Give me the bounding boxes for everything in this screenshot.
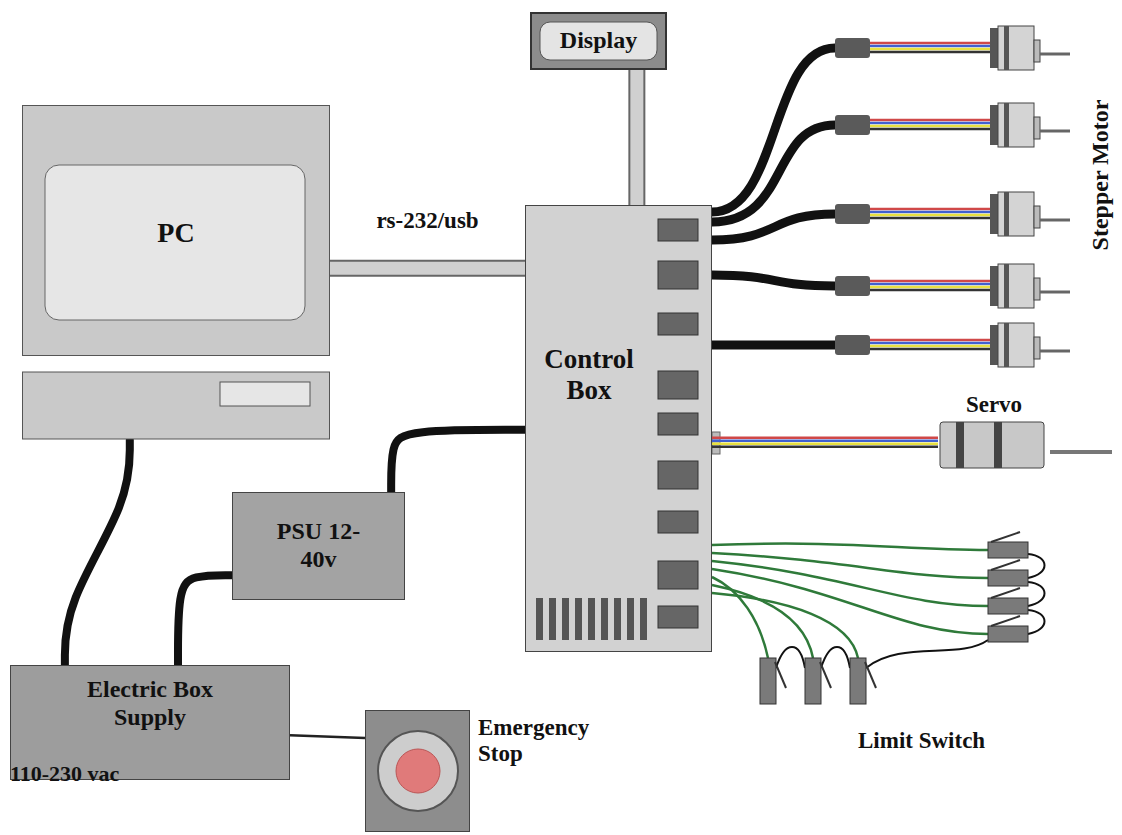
node-title: PSU 12-40v <box>264 518 374 573</box>
servo-motor: Servo <box>938 392 1050 472</box>
node-title: Servo <box>966 392 1022 418</box>
servo-wire <box>712 437 938 440</box>
node-title: Emergency Stop <box>478 715 608 768</box>
control-box: Control Box <box>525 205 712 652</box>
display-box: Display <box>530 12 667 70</box>
tube-outline <box>330 260 525 277</box>
tube-connector <box>330 268 525 269</box>
node-title: PC <box>157 217 194 249</box>
cable-connector <box>65 440 130 665</box>
estop-art <box>366 711 471 833</box>
electric-box: Electric Box Supply110-230 vac <box>10 665 290 780</box>
stepper-motors <box>835 26 1070 367</box>
limit-switch-wires <box>712 544 988 658</box>
limit-switches <box>760 532 1028 704</box>
cable <box>391 430 525 492</box>
tube-core <box>630 70 643 205</box>
computer: PC <box>22 105 330 440</box>
motor-group-label: Stepper Motor <box>1085 45 1115 305</box>
node-title: Display <box>560 27 637 55</box>
emergency-stop: Emergency Stop <box>365 710 470 832</box>
servo-shaft <box>712 432 1112 454</box>
switch-group-label: Limit Switch <box>858 726 985 756</box>
servo-wire <box>712 443 938 446</box>
switch-group-label-holder: Limit Switch <box>858 726 985 756</box>
pc-art <box>22 105 330 440</box>
tube-connector <box>636 70 637 205</box>
wire-connector <box>712 438 938 447</box>
motor-group-label-holder: Stepper Motor <box>1085 45 1115 305</box>
edge-label: rs-232/usb <box>376 208 478 234</box>
tube-core <box>330 262 525 275</box>
node-title: Electric Box Supply <box>85 676 215 731</box>
cable-connector <box>391 430 525 492</box>
servo-wire <box>712 440 938 443</box>
node-note: 110-230 vac <box>10 761 140 786</box>
ctrl-art <box>526 206 713 653</box>
wire <box>290 735 365 738</box>
cable <box>178 575 232 665</box>
power-supply: PSU 12-40v <box>232 492 405 600</box>
stepper-cables <box>712 48 835 345</box>
cable-connector <box>178 575 232 665</box>
tube-outline <box>628 70 645 205</box>
node-title: Control Box <box>530 344 648 406</box>
limit-switch-loops <box>776 554 1045 668</box>
edge-label-holder: rs-232/usb <box>376 208 478 234</box>
thin-connector <box>290 735 365 738</box>
cable <box>65 440 130 665</box>
servo-wire <box>712 446 938 449</box>
